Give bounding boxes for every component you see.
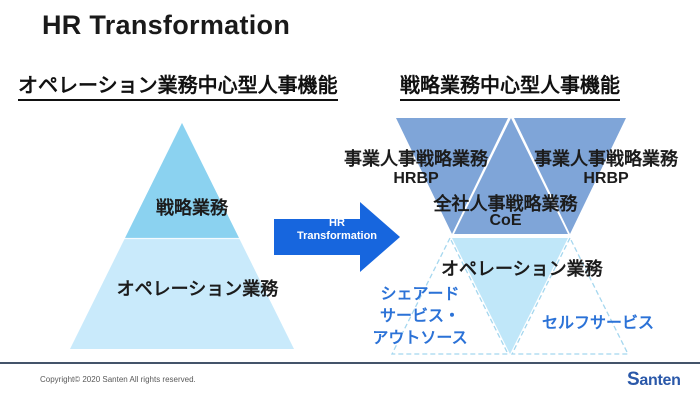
arrow-label-line1: HR bbox=[329, 217, 345, 229]
hrbp-right-subtitle: HRBP bbox=[583, 170, 629, 187]
operation-inverted-triangle bbox=[452, 238, 568, 354]
arrow-label: HR Transformation bbox=[276, 217, 398, 243]
hrbp-left-title: 事業人事戦略業務 bbox=[344, 149, 488, 169]
left-pyramid bbox=[70, 123, 294, 349]
hrbp-right-title: 事業人事戦略業務 bbox=[534, 149, 678, 169]
arrow-shape bbox=[274, 202, 400, 272]
santen-logo-rest: anten bbox=[639, 372, 681, 389]
hrbp-left-triangle bbox=[396, 118, 508, 234]
shared-service-line3: アウトソース bbox=[372, 330, 468, 347]
santen-logo: Santen bbox=[627, 369, 681, 391]
coe-title: 全社人事戦略業務 bbox=[433, 194, 578, 214]
shared-service-line2: サービス・ bbox=[379, 308, 460, 325]
right-diagram-heading: 戦略業務中心型人事機能 bbox=[400, 75, 620, 101]
coe-triangle bbox=[454, 118, 568, 234]
shared-service-dashed-triangle bbox=[390, 236, 510, 355]
santen-logo-s: S bbox=[627, 369, 640, 390]
pyramid-strategy-section bbox=[125, 123, 239, 238]
page-title: HR Transformation bbox=[42, 10, 291, 40]
self-service-label: セルフサービス bbox=[541, 315, 654, 332]
hr-transformation-arrow bbox=[274, 202, 400, 272]
shared-service-line1: シェアード bbox=[380, 286, 460, 303]
arrow-label-line2: Transformation bbox=[296, 230, 378, 242]
coe-subtitle: CoE bbox=[489, 212, 522, 229]
hrbp-left-subtitle: HRBP bbox=[393, 170, 439, 187]
footer-divider-line bbox=[0, 362, 700, 364]
copyright-text: Copyright© 2020 Santen All rights reserv… bbox=[40, 375, 196, 384]
strategy-work-label: 戦略業務 bbox=[156, 198, 228, 218]
operation-work-label: オペレーション業務 bbox=[116, 279, 279, 299]
shared-service-label: シェアード サービス・ アウトソース bbox=[345, 284, 495, 350]
hrbp-right-triangle bbox=[514, 118, 626, 234]
right-diagram-triangles bbox=[390, 118, 630, 355]
left-diagram-heading: オペレーション業務中心型人事機能 bbox=[18, 75, 338, 101]
self-service-dashed-triangle bbox=[510, 236, 630, 355]
right-operation-label: オペレーション業務 bbox=[441, 259, 603, 279]
